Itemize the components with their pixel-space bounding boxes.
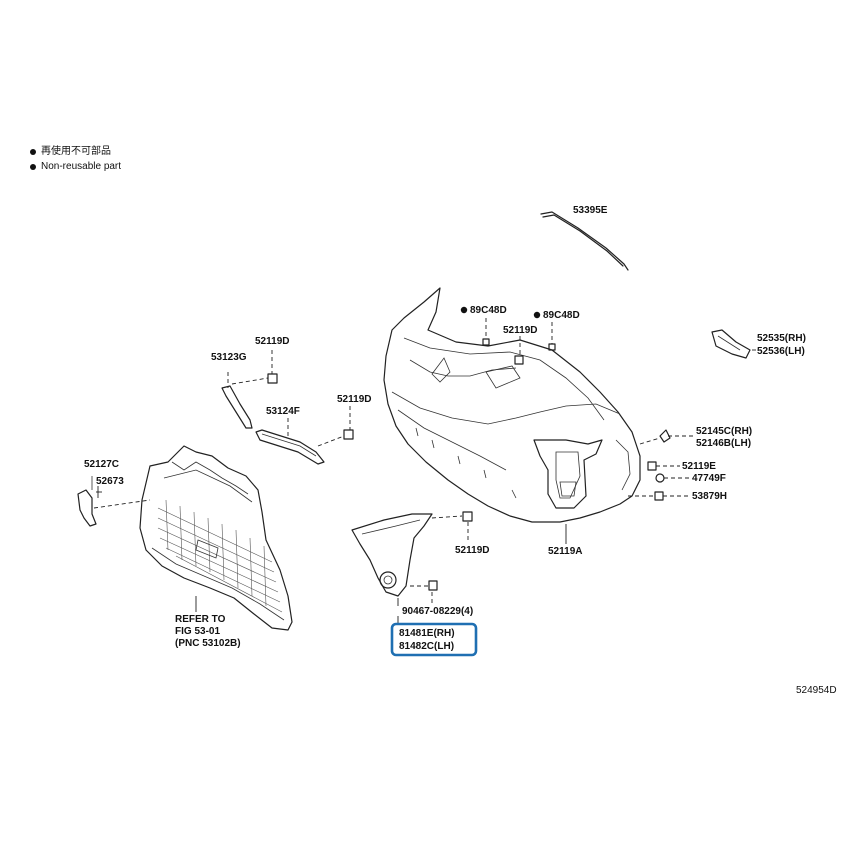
label-52145C[interactable]: 52145C(RH) bbox=[696, 426, 752, 437]
label-52119E[interactable]: 52119E bbox=[682, 461, 716, 472]
part-52535-bracket-drawing bbox=[711, 329, 758, 359]
part-81481E-cover-drawing bbox=[351, 513, 433, 597]
label-53395E[interactable]: 53395E bbox=[573, 205, 608, 216]
legend-text-jp: 再使用不可部品 bbox=[41, 146, 111, 157]
part-90467-clip-icon bbox=[410, 580, 438, 604]
label-52536[interactable]: 52536(LH) bbox=[757, 346, 805, 357]
non-reusable-dot-icon bbox=[533, 311, 541, 319]
label-81482C[interactable]: 81482C(LH) bbox=[399, 641, 454, 652]
legend-text-en: Non-reusable part bbox=[41, 161, 122, 172]
part-52119E-nut-icon bbox=[647, 461, 680, 471]
label-52119A[interactable]: 52119A bbox=[548, 546, 582, 557]
part-47749F-clip-icon bbox=[655, 473, 690, 483]
non-reusable-dot-icon bbox=[30, 163, 36, 170]
nut-52119D-a-icon bbox=[514, 336, 524, 365]
non-reusable-dot-icon bbox=[30, 148, 36, 155]
part-52119A-bumper-drawing bbox=[383, 287, 641, 523]
label-53124F[interactable]: 53124F bbox=[266, 406, 300, 417]
label-52673[interactable]: 52673 bbox=[96, 476, 124, 487]
label-refer-fig[interactable]: FIG 53-01 bbox=[175, 626, 220, 637]
label-52119D-c[interactable]: 52119D bbox=[337, 394, 371, 405]
label-47749F[interactable]: 47749F bbox=[692, 473, 726, 484]
part-53123G-drawing bbox=[221, 372, 253, 429]
label-52127C[interactable]: 52127C bbox=[84, 459, 119, 470]
label-52119D-b[interactable]: 52119D bbox=[255, 336, 289, 347]
non-reusable-dot-icon bbox=[460, 306, 468, 314]
highlight-box[interactable] bbox=[390, 622, 478, 657]
legend-row-jp: 再使用不可部品 bbox=[30, 144, 121, 159]
label-52119D-d[interactable]: 52119D bbox=[455, 545, 489, 556]
part-53124F-drawing bbox=[255, 418, 325, 465]
nut-52119D-d-icon bbox=[431, 511, 473, 542]
legend-row-en: Non-reusable part bbox=[30, 159, 121, 174]
part-52145C-clip-icon bbox=[639, 429, 694, 445]
part-53879H-clip-icon bbox=[628, 491, 690, 501]
figure-id: 524954D bbox=[796, 685, 837, 696]
clip-89C48D-b-icon bbox=[548, 322, 556, 351]
label-89C48D-b[interactable]: 89C48D bbox=[543, 310, 580, 321]
label-refer-pnc[interactable]: (PNC 53102B) bbox=[175, 638, 241, 649]
label-89C48D-a[interactable]: 89C48D bbox=[470, 305, 507, 316]
part-52127C-bracket-drawing bbox=[77, 486, 151, 527]
clip-89C48D-a-icon bbox=[482, 318, 490, 346]
label-90467[interactable]: 90467-08229(4) bbox=[402, 606, 473, 617]
nut-52119D-c-icon bbox=[317, 406, 354, 447]
part-53395E-drawing bbox=[540, 211, 629, 271]
label-81481E[interactable]: 81481E(RH) bbox=[399, 628, 455, 639]
label-53879H[interactable]: 53879H bbox=[692, 491, 727, 502]
label-52146B[interactable]: 52146B(LH) bbox=[696, 438, 751, 449]
legend: 再使用不可部品 Non-reusable part bbox=[30, 144, 121, 174]
label-53123G[interactable]: 53123G bbox=[211, 352, 247, 363]
label-refer-to[interactable]: REFER TO bbox=[175, 614, 226, 625]
nut-52119D-b-icon bbox=[231, 350, 278, 385]
label-52535[interactable]: 52535(RH) bbox=[757, 333, 806, 344]
part-grille-drawing bbox=[139, 445, 293, 631]
label-52119D-a[interactable]: 52119D bbox=[503, 325, 537, 336]
